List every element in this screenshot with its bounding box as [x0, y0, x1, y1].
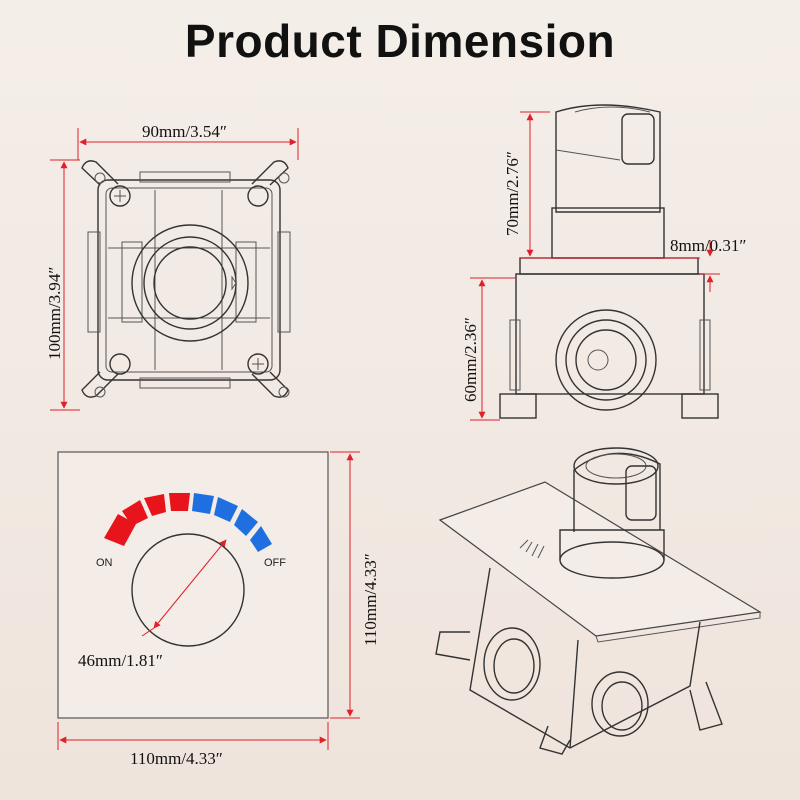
side-lower-height-label: 60mm/2.36″ — [461, 317, 480, 402]
side-view-drawing — [499, 104, 719, 419]
plate-width-label: 110mm/4.33″ — [130, 749, 223, 768]
top-view-drawing — [81, 160, 291, 398]
page-title: Product Dimension — [184, 15, 616, 67]
knob-diameter-label: 46mm/1.81″ — [78, 651, 163, 670]
isometric-view-drawing — [435, 447, 762, 755]
top-width-label: 90mm/3.54″ — [142, 122, 227, 141]
side-flange-label: 8mm/0.31″ — [670, 236, 747, 255]
cover-plate-drawing: ON OFF — [57, 451, 329, 719]
off-label: OFF — [264, 557, 286, 569]
top-height-label: 100mm/3.94″ — [45, 267, 64, 361]
side-upper-height-label: 70mm/2.76″ — [503, 151, 522, 236]
on-label: ON — [96, 557, 113, 569]
plate-height-label: 110mm/4.33″ — [361, 553, 380, 646]
